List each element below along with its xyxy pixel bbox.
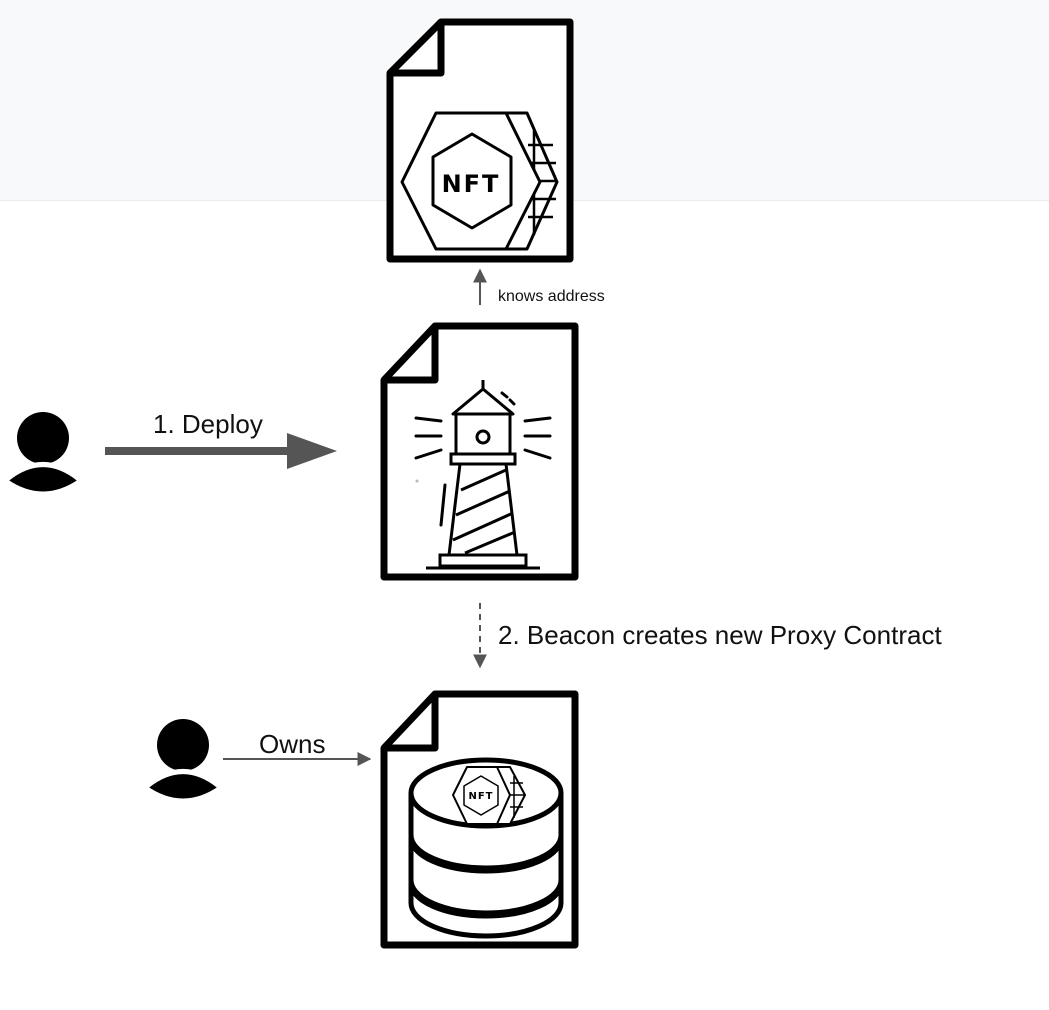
beacon-creates-proxy-label: 2. Beacon creates new Proxy Contract [498, 620, 942, 650]
owner-user-icon [145, 719, 221, 799]
deploy-label: 1. Deploy [153, 409, 263, 439]
nft-badge-label: NFT [442, 170, 501, 198]
knows-address-label: knows address [498, 288, 605, 305]
lighthouse-beacon-file-icon [380, 322, 579, 581]
proxy-nft-badge-label: NFT [468, 791, 493, 802]
deployer-user-icon [5, 412, 81, 492]
database-nft-proxy-file-icon [380, 690, 579, 949]
nft-contract-file-icon [386, 18, 574, 263]
deploy-arrow [105, 433, 337, 469]
owns-label: Owns [259, 729, 326, 759]
